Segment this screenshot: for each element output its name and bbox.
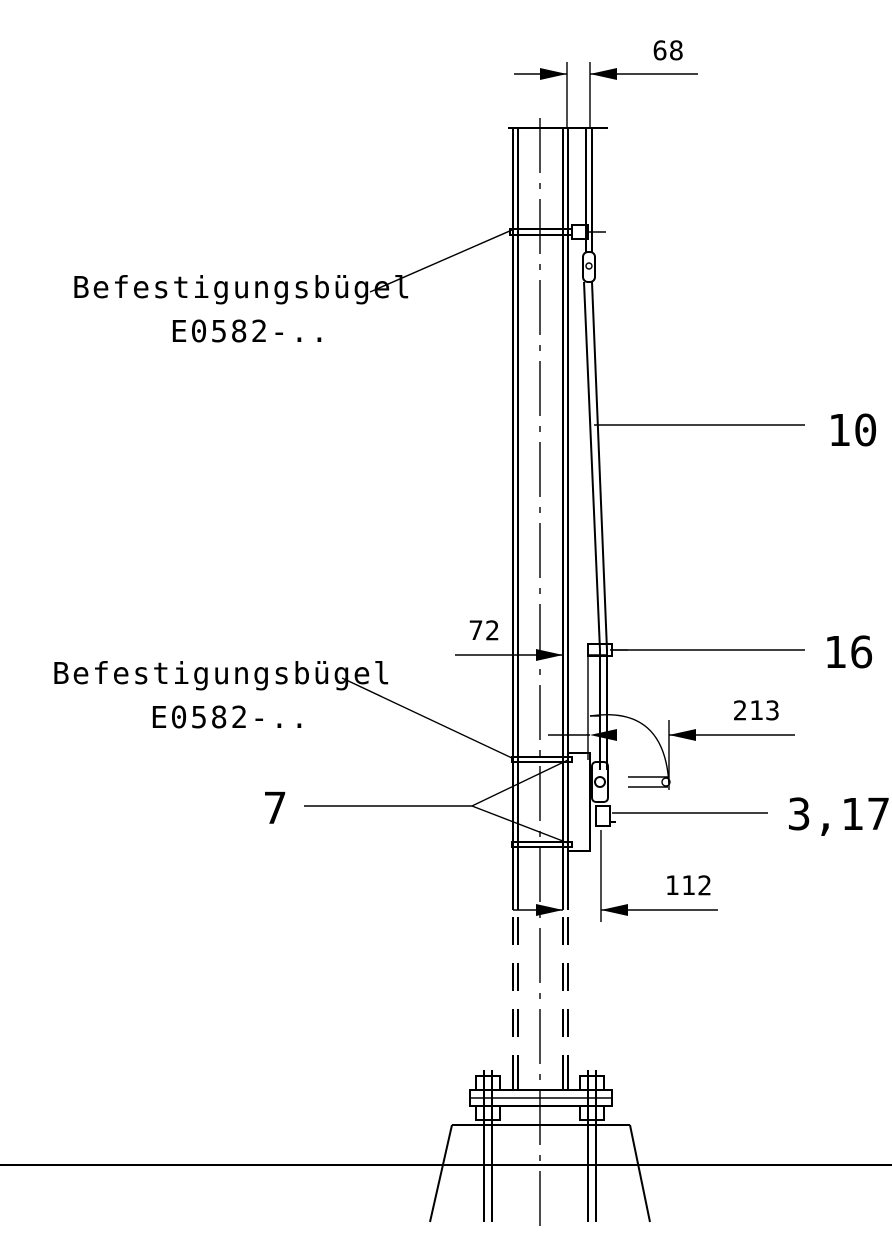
dimension-arm — [548, 720, 795, 790]
base-plate — [469, 1070, 613, 1222]
upper-clamp — [509, 224, 606, 283]
lower-clamp-label-line2: E0582-.. — [150, 701, 311, 736]
swing-arm — [589, 714, 671, 788]
upper-clamp-label-line1: Befestigungsbügel — [72, 271, 413, 306]
dimension-72-label: 72 — [468, 616, 501, 647]
item-number-16: 16 — [822, 628, 875, 679]
dimension-mid — [455, 649, 606, 661]
leader-lines — [304, 229, 805, 844]
lower-clamps — [511, 752, 591, 852]
lower-clamp-label-line1: Befestigungsbügel — [52, 657, 393, 692]
rod — [583, 281, 608, 770]
item-number-7: 7 — [262, 784, 289, 835]
item-number-3-17: 3,17 — [786, 790, 892, 841]
upper-clamp-label-line2: E0582-.. — [170, 315, 331, 350]
dimension-112-label: 112 — [664, 871, 713, 902]
dimension-lower — [513, 830, 718, 922]
dimension-213-label: 213 — [732, 696, 781, 727]
item-number-10: 10 — [826, 406, 879, 457]
dimension-top — [514, 62, 698, 128]
foundation — [429, 1124, 651, 1223]
dimension-68-label: 68 — [652, 36, 685, 67]
lower-assembly — [591, 761, 616, 827]
